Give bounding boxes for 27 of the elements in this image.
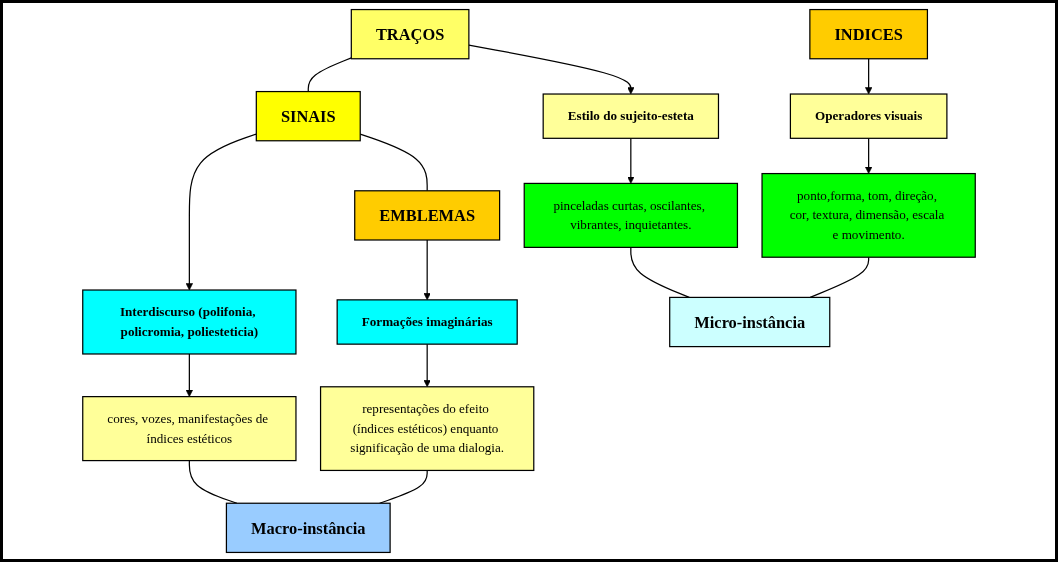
node-box: Interdiscurso (polifonia, policromia, poliesteticia) (82, 289, 297, 355)
arrow (468, 44, 635, 95)
node-box: representações do efeito (índices estéticos) enquanto significação de uma dialogia. (319, 386, 535, 472)
node-box: cores, vozes, manifestações de índices estéticos (82, 396, 297, 462)
arrow (865, 137, 873, 174)
node-box: Operadores visuais (789, 93, 948, 139)
arrow (185, 353, 193, 397)
node-box: SINAIS (255, 90, 361, 142)
node-box: Macro-instância (225, 502, 391, 554)
connector (809, 256, 870, 298)
connector (307, 57, 352, 93)
arrow (185, 133, 257, 291)
node-box: Estilo do sujeito-esteta (542, 93, 720, 139)
arrow (423, 239, 431, 301)
node-box: ponto,forma, tom, direção, cor, textura, dimensão, escala e movimento. (761, 172, 976, 258)
node-box: Micro-instância (669, 296, 831, 348)
connector (188, 459, 238, 504)
node-box: Formações imaginárias (336, 299, 518, 345)
arrow (423, 343, 431, 388)
node-box: EMBLEMAS (354, 190, 501, 241)
connector (379, 469, 428, 504)
connector (630, 246, 690, 298)
node-box: pinceladas curtas, oscilantes, vibrantes, inquietantes. (523, 182, 739, 248)
arrow (865, 58, 873, 95)
node-box: TRAÇOS (350, 8, 470, 60)
node-box: INDICES (809, 8, 929, 60)
arrow (627, 137, 635, 184)
